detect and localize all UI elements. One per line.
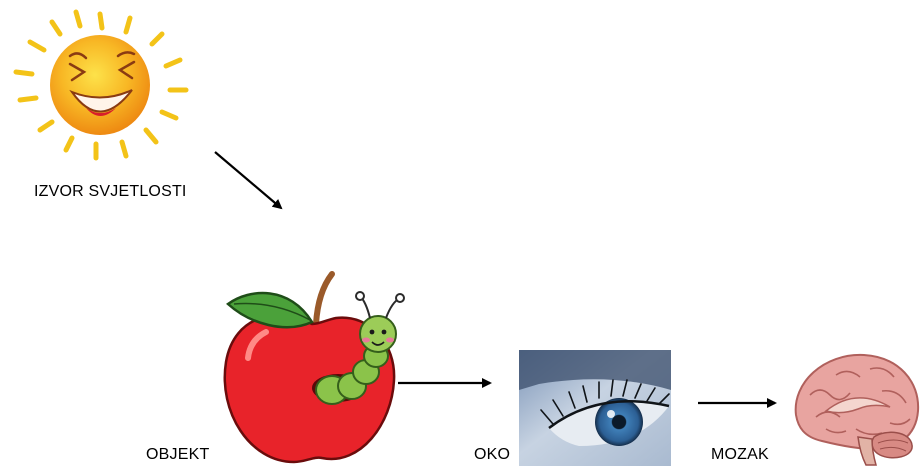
- apple-with-worm-icon: [210, 262, 420, 466]
- arrow-sun-to-object: [215, 152, 281, 208]
- brain-anatomy-icon: [786, 345, 922, 466]
- brain-label: MOZAK: [711, 446, 769, 464]
- human-eye-photo: [519, 350, 671, 466]
- light-source-label: IZVOR SVJETLOSTI: [34, 183, 187, 201]
- eye-label: OKO: [474, 446, 510, 464]
- object-label: OBJEKT: [146, 446, 209, 464]
- smiling-sun-icon: [0, 0, 200, 170]
